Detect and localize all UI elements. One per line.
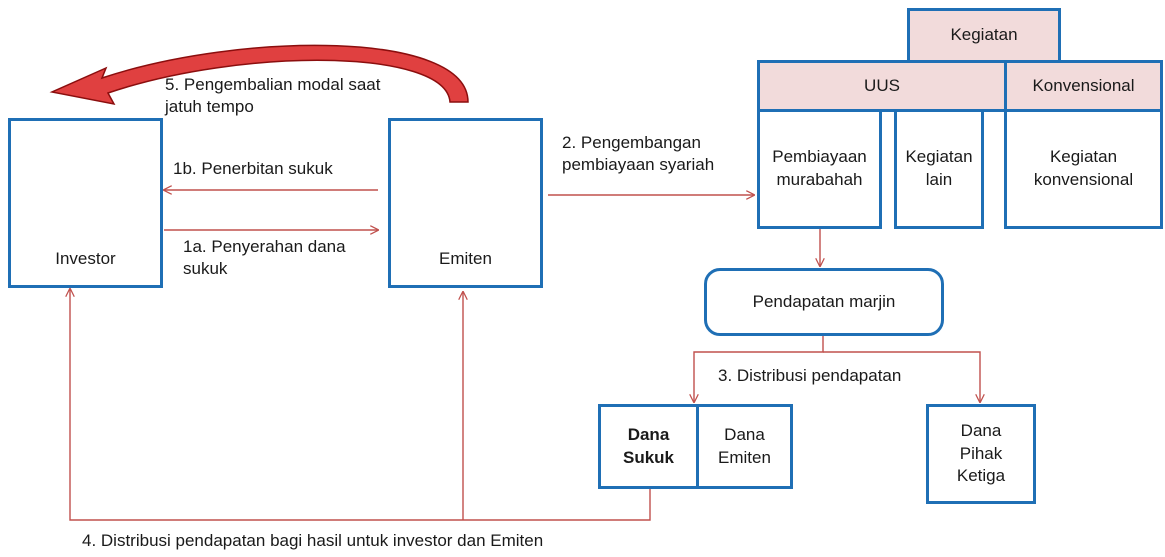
step3-label: 3. Distribusi pendapatan	[718, 366, 902, 385]
arrow-4-investor	[70, 289, 651, 521]
investor-label: Investor	[55, 249, 116, 269]
emiten-box: Emiten	[388, 118, 543, 288]
arrow-3-branch-right	[823, 351, 980, 402]
konvensional-header: Konvensional	[1004, 60, 1163, 112]
step1a-label: 1a. Penyerahan dana sukuk	[183, 237, 346, 279]
dana-emiten-box: Dana Emiten	[696, 404, 793, 489]
dana-emiten-label: Dana Emiten	[718, 424, 771, 467]
kegiatan-lain-label: Kegiatan lain	[905, 147, 973, 189]
pembiayaan-murabahah-label: Pembiayaan murabahah	[772, 147, 867, 189]
kegiatan-lain-box: Kegiatan lain	[894, 109, 984, 229]
dana-sukuk-box: Dana Sukuk	[598, 404, 699, 489]
kegiatan-konvensional-label: Kegiatan konvensional	[1033, 147, 1134, 189]
kegiatan-konvensional-box: Kegiatan konvensional	[1004, 109, 1163, 229]
dana-pihak-ketiga-label: Dana Pihak Ketiga	[956, 420, 1006, 486]
kegiatan-header: Kegiatan	[907, 8, 1061, 63]
emiten-label: Emiten	[439, 249, 492, 269]
investor-box: Investor	[8, 118, 163, 288]
arrow-5-curved	[49, 44, 469, 106]
arrow-3-branch	[694, 336, 824, 402]
uus-header: UUS	[757, 60, 1007, 112]
dana-pihak-ketiga-box: Dana Pihak Ketiga	[926, 404, 1036, 504]
step1b-label: 1b. Penerbitan sukuk	[173, 159, 333, 178]
pendapatan-marjin-label: Pendapatan marjin	[752, 291, 896, 311]
pembiayaan-murabahah-box: Pembiayaan murabahah	[757, 109, 882, 229]
dana-sukuk-label: Dana Sukuk	[622, 424, 675, 467]
pendapatan-marjin-box: Pendapatan marjin	[704, 268, 944, 336]
step2-label: 2. Pengembangan pembiayaan syariah	[562, 133, 715, 175]
step4-label: 4. Distribusi pendapatan bagi hasil untu…	[82, 531, 544, 550]
kegiatan-label: Kegiatan	[950, 25, 1018, 45]
uus-label: UUS	[864, 75, 900, 95]
konvensional-label: Konvensional	[1032, 75, 1135, 95]
step5-label: 5. Pengembalian modal saat jatuh tempo	[165, 75, 381, 117]
